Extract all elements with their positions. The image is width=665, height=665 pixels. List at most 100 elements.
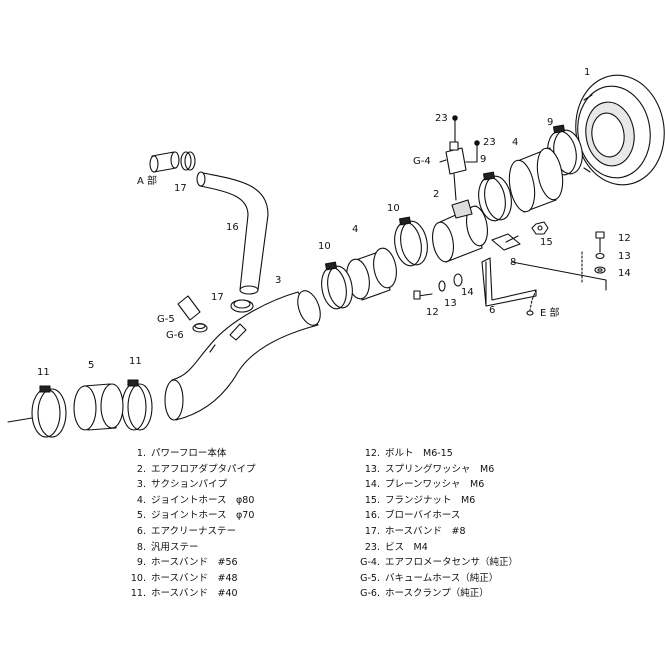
part-12-bolt-right <box>595 231 605 253</box>
callout-2: 2 <box>433 189 440 200</box>
legend-item: 4.ジョイントホース φ80 <box>120 493 256 509</box>
part-9-hose-band-left <box>478 171 512 222</box>
callout-4-left: 4 <box>352 224 359 235</box>
legend-item-name: フランジナット M6 <box>385 494 476 506</box>
part-g6-hose-clamp <box>192 322 208 333</box>
legend-item: G-6. ホースクランプ（純正） <box>360 586 518 602</box>
legend-item-name: ブローバイホース <box>385 510 461 522</box>
legend-item-name: パワーフロー本体 <box>151 448 227 459</box>
legend-item: 9. ホースバンド #56 <box>120 555 256 571</box>
legend-item-number: G-4. <box>360 557 380 569</box>
e-part-leader <box>511 261 607 316</box>
legend-item: 14. プレーンワッシャ M6 <box>360 477 518 493</box>
callout-g6: G-6 <box>166 330 184 341</box>
callout-11-right: 11 <box>129 356 142 367</box>
legend-item-name: ホースクランプ（純正） <box>385 588 489 600</box>
part-11-hose-band-right <box>121 379 153 431</box>
legend-item-name: バキュームホース（純正） <box>385 572 499 584</box>
callout-g5: G-5 <box>157 314 175 325</box>
legend-item-number: 10. <box>130 572 146 584</box>
legend-item-name: ホースバンド #40 <box>151 588 238 600</box>
legend-item-name: エアフロメータセンサ（純正） <box>385 557 519 569</box>
legend-item-number: 14. <box>364 479 380 491</box>
parts-legend-right: 12. ボルト M6-15 13. スプリングワッシャ M6 14. プレーンワッシャ M… <box>360 446 518 602</box>
callout-13-left: 13 <box>444 298 457 309</box>
part-4-joint-hose-right <box>508 147 564 213</box>
legend-item-name: ビス M4 <box>385 541 428 553</box>
legend-item-name: 汎用ステー <box>151 541 199 553</box>
part-13-washer-left <box>438 280 446 292</box>
legend-item: 17. ホースバンド #8 <box>360 524 518 540</box>
callout-17-upper: 17 <box>174 183 187 194</box>
legend-item: 16. ブローバイホース <box>360 508 518 524</box>
a-part-fitting <box>149 151 180 173</box>
legend-item: 10. ホースバンド #48 <box>120 571 256 587</box>
legend-item: 23. ビス M4 <box>360 540 518 556</box>
callout-10-right: 10 <box>387 203 400 214</box>
legend-item-number: G-5. <box>360 572 380 584</box>
legend-item-number: 16. <box>364 510 380 522</box>
callout-1: 1 <box>584 67 591 78</box>
part-8-universal-stay <box>491 233 521 251</box>
legend-item-name: ホースバンド #8 <box>385 525 466 537</box>
part-10-hose-band-left <box>321 261 353 310</box>
legend-item: 12. ボルト M6-15 <box>360 446 518 462</box>
legend-item-number: 8. <box>136 541 146 553</box>
legend-item: G-5. バキュームホース（純正） <box>360 571 518 587</box>
callout-13-right: 13 <box>618 251 631 262</box>
callout-5: 5 <box>88 360 95 371</box>
legend-item-number: G-6. <box>360 588 380 600</box>
callout-3: 3 <box>275 275 282 286</box>
legend-item-number: 13. <box>364 463 380 475</box>
legend-item-number: 23. <box>364 541 380 553</box>
legend-item-name: ホースバンド #56 <box>151 557 238 569</box>
callout-14-left: 14 <box>461 287 474 298</box>
part-2-airflow-adapter-pipe <box>432 199 488 263</box>
legend-item-number: 1. <box>136 448 146 459</box>
callout-8: 8 <box>510 257 517 268</box>
label-a-part: A 部 <box>137 176 158 187</box>
legend-item-name: ジョイントホース φ80 <box>151 494 255 506</box>
part-12-bolt-left <box>413 290 433 300</box>
legend-item-name: エアフロアダプタパイプ <box>151 463 256 475</box>
legend-item-name: ジョイントホース φ70 <box>151 510 255 522</box>
legend-item: 5.ジョイントホース φ70 <box>120 508 256 524</box>
callout-15: 15 <box>540 237 553 248</box>
part-5-joint-hose <box>73 383 124 431</box>
legend-item: 2.エアフロアダプタパイプ <box>120 462 256 478</box>
part-14-washer-right <box>594 266 606 274</box>
part-g4-airflow-sensor <box>439 141 467 201</box>
callout-11-left: 11 <box>37 367 50 378</box>
legend-item-number: 17. <box>364 525 380 537</box>
callout-4-right: 4 <box>512 137 519 148</box>
legend-item-number: 6. <box>136 525 146 537</box>
callout-12-left: 12 <box>426 307 439 318</box>
callout-23-top: 23 <box>435 113 448 124</box>
legend-item-name: エアクリーナステー <box>151 525 237 537</box>
part-1-power-flow-body <box>575 74 665 186</box>
legend-item-number: 11. <box>130 588 146 600</box>
part-23-screws <box>452 115 480 163</box>
legend-item-number: 12. <box>364 448 380 459</box>
legend-item: G-4. エアフロメータセンサ（純正） <box>360 555 518 571</box>
part-3-suction-pipe <box>164 290 321 421</box>
legend-item: 3.サクションパイプ <box>120 477 256 493</box>
callout-g4: G-4 <box>413 156 431 167</box>
part-13-washer-right <box>595 252 605 260</box>
callout-12-right: 12 <box>618 233 631 244</box>
callout-17-lower: 17 <box>211 292 224 303</box>
legend-item-name: ホースバンド #48 <box>151 572 238 584</box>
legend-item-name: スプリングワッシャ M6 <box>385 463 495 475</box>
legend-item-name: プレーンワッシャ M6 <box>385 479 485 491</box>
callout-10-left: 10 <box>318 241 331 252</box>
legend-item: 15.フランジナット M6 <box>360 493 518 509</box>
legend-item: 11. ホースバンド #40 <box>120 586 256 602</box>
legend-item-name: ボルト M6-15 <box>385 448 453 459</box>
callout-23-side: 23 <box>483 137 496 148</box>
legend-item-name: サクションパイプ <box>151 479 228 491</box>
legend-item-number: 9. <box>136 557 146 569</box>
part-11-hose-band-left <box>7 385 67 438</box>
part-16-blowby-hose <box>196 171 269 295</box>
callout-14-right: 14 <box>618 268 631 279</box>
